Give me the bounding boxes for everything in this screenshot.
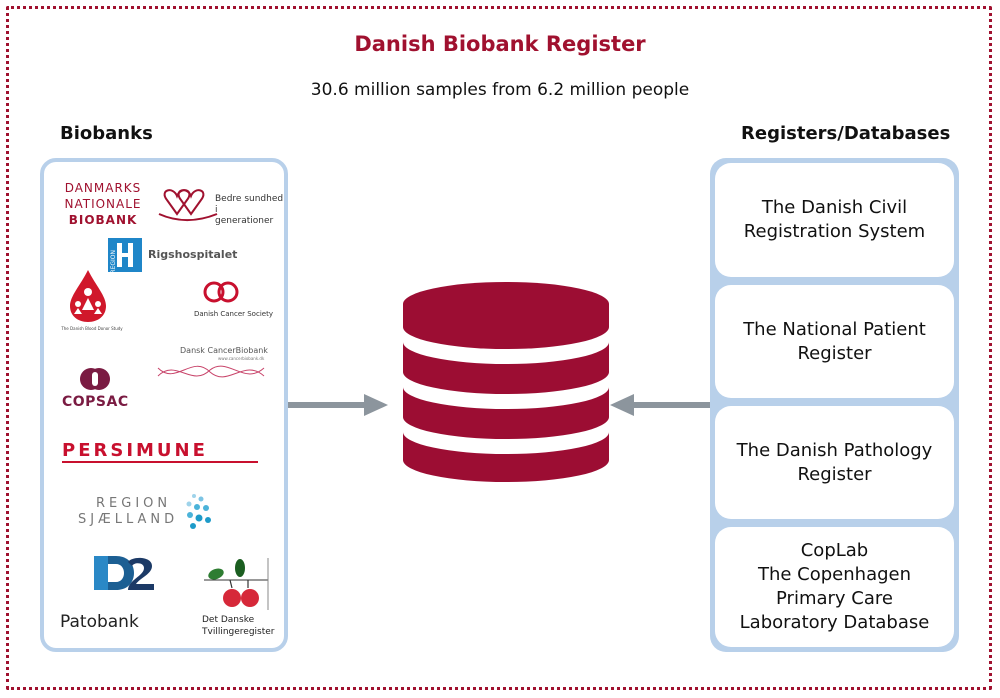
cancer-biobank-url: www.cancerbiobank.dk [218, 356, 265, 361]
rigshospitalet-logo: REGION Rigshospitalet [108, 238, 248, 274]
twin-register-logo: Det Danske Tvillingeregister [202, 558, 286, 640]
patobank-logo: Patobank [60, 612, 139, 632]
register-coplab: CopLab The Copenhagen Primary Care Labor… [715, 527, 954, 647]
arrow-right-icon [288, 394, 388, 416]
dnb-line-3: BIOBANK [68, 213, 138, 227]
copsac-icon [80, 368, 110, 390]
registers-panel: The Danish Civil Registration System The… [710, 158, 959, 652]
database-icon [403, 282, 609, 482]
register-line: The Danish Pathology [736, 439, 933, 461]
dotted-frame [6, 6, 992, 690]
arrow-left-icon [610, 394, 710, 416]
dnb-logo: DANMARKS NATIONALE BIOBANK [58, 180, 148, 228]
blood-donor-label: The Danish Blood Donor Study [61, 326, 123, 331]
apples-icon [204, 558, 269, 610]
register-line: CopLab [800, 540, 869, 561]
register-line: Registration System [743, 221, 926, 242]
register-line: The National Patient [743, 318, 926, 340]
biobanks-panel: DANMARKS NATIONALE BIOBANK Bedre sundhed… [40, 158, 288, 652]
register-line: Register [797, 342, 872, 364]
register-line: Primary Care [776, 588, 893, 609]
region-sjaelland-logo: REGION SJÆLLAND [78, 492, 218, 536]
bedre-line-1: Bedre sundhed i [215, 194, 284, 215]
d2-logo [94, 556, 158, 590]
page-subtitle: 30.6 million samples from 6.2 million pe… [310, 80, 690, 100]
register-pathology: The Danish Pathology Register [715, 406, 954, 519]
bedre-line-2: generationer [215, 216, 274, 226]
dots-icon [186, 494, 211, 529]
cancer-society-label: Danish Cancer Society [194, 310, 273, 318]
hearts-icon [158, 189, 218, 221]
cancer-biobank-label: Dansk CancerBiobank [180, 346, 268, 355]
blood-donor-logo: The Danish Blood Donor Study [52, 268, 132, 334]
register-civil-registration: The Danish Civil Registration System [715, 163, 954, 277]
biobanks-heading: Biobanks [60, 123, 153, 144]
register-national-patient: The National Patient Register [715, 285, 954, 398]
cancer-biobank-logo: Dansk CancerBiobank www.cancerbiobank.dk [156, 344, 284, 390]
register-line: Register [797, 463, 872, 485]
copsac-logo: COPSAC [62, 366, 132, 412]
sjaelland-line-1: REGION [96, 496, 172, 511]
twin-line-2: Tvillingeregister [202, 627, 275, 637]
blood-drop-icon [70, 270, 106, 322]
sjaelland-line-2: SJÆLLAND [78, 512, 179, 527]
cancer-society-logo: Danish Cancer Society [194, 280, 284, 324]
dna-wave-icon [157, 365, 265, 378]
twin-line-1: Det Danske [202, 615, 255, 625]
copsac-label: COPSAC [62, 394, 129, 410]
register-line: The Danish Civil [761, 197, 908, 218]
persimune-logo: PERSIMUNE [62, 440, 262, 464]
registers-heading: Registers/Databases [741, 123, 951, 144]
dnb-line-2: NATIONALE [64, 197, 142, 211]
register-line: Laboratory Database [739, 612, 930, 633]
rigshospitalet-label: Rigshospitalet [148, 248, 238, 261]
persimune-label: PERSIMUNE [62, 440, 208, 461]
register-line: The Copenhagen [757, 564, 912, 585]
cancer-society-icon [203, 281, 239, 303]
dnb-line-1: DANMARKS [64, 181, 142, 195]
region-h-icon [108, 238, 142, 272]
page-title: Danish Biobank Register [354, 32, 646, 56]
bedre-sundhed-logo: Bedre sundhed i generationer [157, 184, 287, 226]
d2-icon [94, 556, 154, 590]
